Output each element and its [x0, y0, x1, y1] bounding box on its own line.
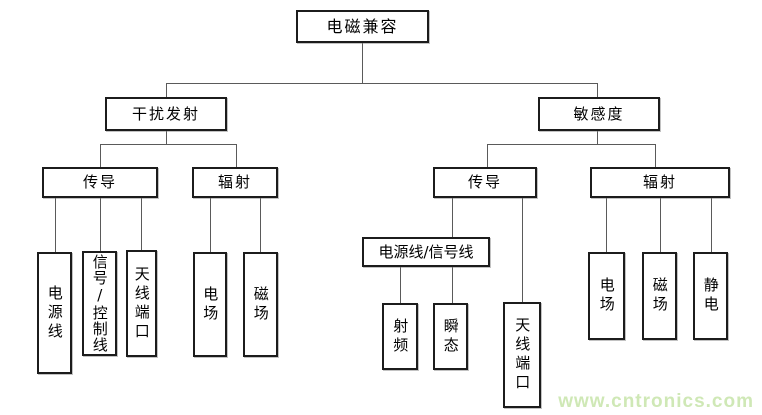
- connector: [655, 144, 656, 167]
- node-magnetic-field-emission: 磁场: [243, 252, 278, 357]
- connector: [597, 83, 598, 97]
- connector: [660, 198, 661, 252]
- node-rf: 射频: [382, 303, 418, 370]
- node-emc-root: 电磁兼容: [296, 10, 429, 43]
- node-antenna-port-susceptibility: 天线端口: [503, 302, 541, 408]
- node-magnetic-field-susceptibility: 磁场: [642, 252, 677, 340]
- node-electric-field-emission: 电场: [193, 252, 227, 357]
- connector: [100, 144, 101, 167]
- node-susceptibility: 敏感度: [538, 97, 660, 131]
- watermark-text: www.cntronics.com: [558, 391, 754, 412]
- connector: [362, 43, 363, 83]
- connector: [400, 267, 401, 303]
- node-susceptibility-radiation: 辐射: [590, 167, 730, 198]
- connector: [452, 198, 453, 237]
- connector: [166, 131, 167, 144]
- node-transient: 瞬态: [433, 303, 468, 370]
- node-signal-control-line: 信号/控制线: [82, 251, 117, 356]
- node-emission-conduction: 传导: [42, 167, 158, 198]
- connector: [606, 198, 607, 252]
- connector: [141, 198, 142, 250]
- connector: [236, 144, 237, 167]
- node-power-signal-line: 电源线/信号线: [362, 237, 490, 267]
- connector: [597, 131, 598, 144]
- connector: [711, 198, 712, 252]
- connector: [100, 198, 101, 251]
- node-esd: 静电: [693, 252, 728, 340]
- node-susceptibility-conduction: 传导: [433, 167, 537, 198]
- connector: [100, 144, 237, 145]
- node-antenna-port-emission: 天线端口: [126, 250, 157, 357]
- connector: [55, 198, 56, 252]
- connector: [166, 83, 167, 97]
- node-power-line: 电源线: [37, 252, 72, 374]
- connector: [522, 198, 523, 302]
- connector: [210, 198, 211, 252]
- node-interference-emission: 干扰发射: [105, 97, 227, 131]
- connector: [166, 83, 598, 84]
- connector: [260, 198, 261, 252]
- node-electric-field-susceptibility: 电场: [588, 252, 625, 340]
- connector: [487, 144, 488, 167]
- connector: [487, 144, 656, 145]
- connector: [452, 267, 453, 303]
- node-emission-radiation: 辐射: [192, 167, 278, 198]
